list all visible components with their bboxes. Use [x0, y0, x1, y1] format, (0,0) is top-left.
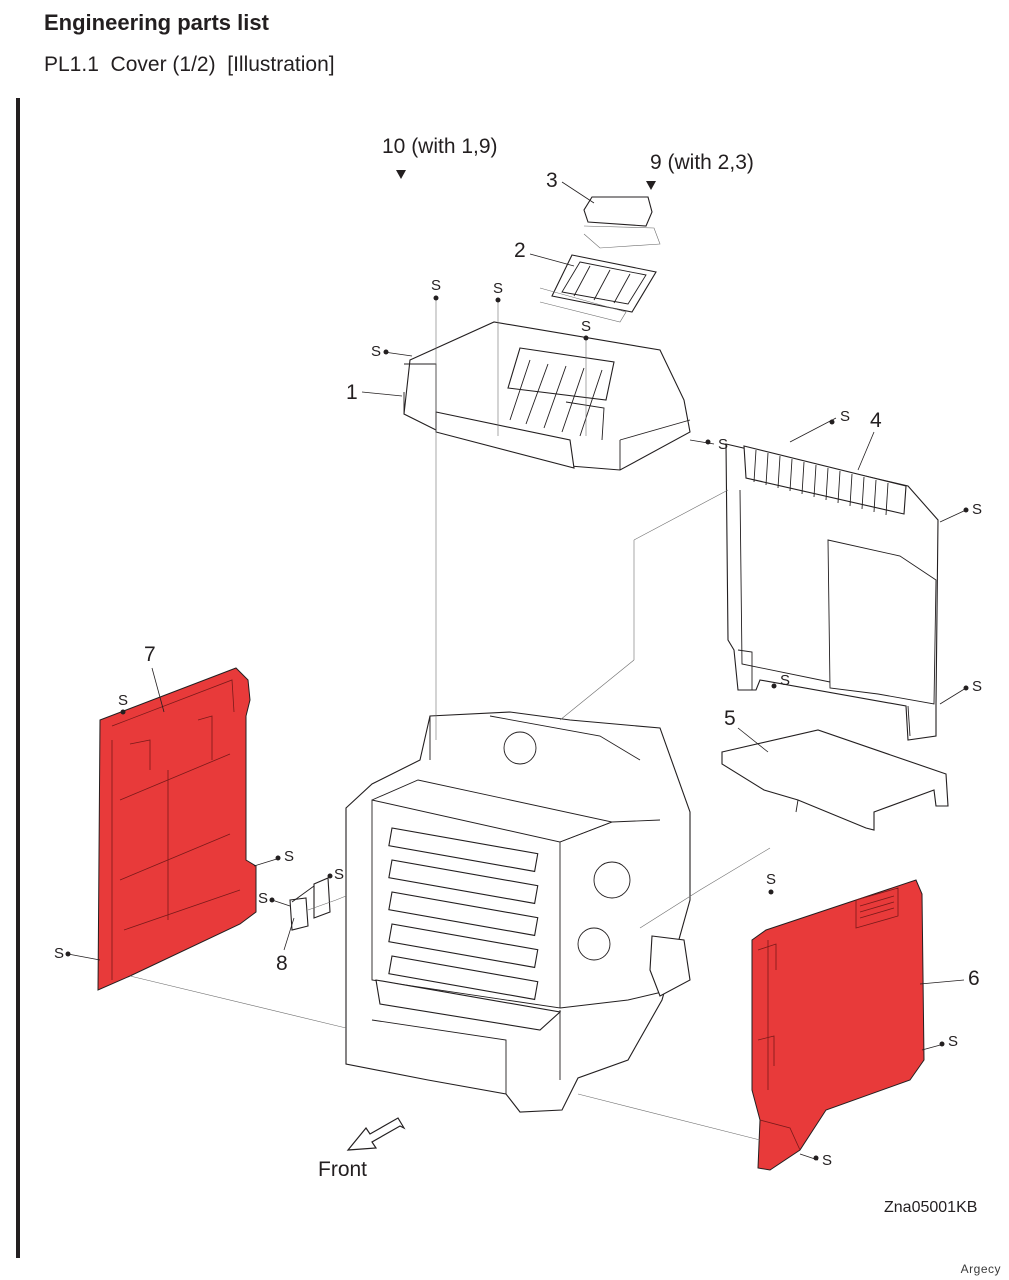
screw-mark: S [780, 672, 790, 689]
part-8-shape [289, 877, 331, 931]
printer-body-shape [345, 711, 691, 1113]
screw-mark: S [493, 280, 503, 297]
callout-2: 2 [514, 239, 526, 262]
screw-marks: S S S S S S S S S S S S S S S S S [54, 277, 982, 1169]
screw-mark: S [972, 678, 982, 695]
screw-mark: S [766, 871, 776, 888]
callout-7: 7 [144, 643, 156, 666]
screw-dots [65, 295, 969, 1161]
watermark: Argecy [960, 1262, 1001, 1276]
callout-10: 10 (with 1,9) [382, 135, 498, 158]
part-5-shape [721, 729, 949, 831]
screw-mark: S [822, 1152, 832, 1169]
screw-mark: S [54, 945, 64, 962]
page-title: Engineering parts list [44, 10, 269, 35]
callout-6: 6 [968, 967, 980, 990]
screw-mark: S [431, 277, 441, 294]
part-2-shape [539, 254, 657, 323]
left-margin-rule [16, 98, 20, 1258]
screw-mark: S [948, 1033, 958, 1050]
assembly-guide-lines [129, 296, 771, 1141]
screw-mark: S [972, 501, 982, 518]
callout-10-arrow [396, 170, 406, 179]
callout-9-arrow [646, 181, 656, 190]
screw-mark: S [334, 866, 344, 883]
parts-list-subtitle: PL1.1 Cover (1/2) [Illustration] [44, 53, 335, 76]
screw-mark: S [284, 848, 294, 865]
callout-4: 4 [870, 409, 882, 432]
callout-9: 9 (with 2,3) [650, 151, 754, 174]
screw-mark: S [718, 436, 728, 453]
part-4-shape [725, 443, 939, 741]
front-arrow-icon [346, 1117, 406, 1151]
figure-id: Zna05001KB [884, 1199, 977, 1216]
callout-5: 5 [724, 707, 736, 730]
part-6-shape [751, 879, 925, 1171]
screw-mark: S [118, 692, 128, 709]
part-3-shape [583, 196, 661, 249]
screw-mark: S [258, 890, 268, 907]
screw-mark: S [371, 343, 381, 360]
callout-3: 3 [546, 169, 558, 192]
callout-8: 8 [276, 952, 288, 975]
part-1-shape [403, 321, 691, 471]
screw-mark: S [840, 408, 850, 425]
screw-mark: S [581, 318, 591, 335]
part-7-shape [97, 667, 257, 991]
front-label: Front [318, 1158, 367, 1181]
callout-1: 1 [346, 381, 358, 404]
